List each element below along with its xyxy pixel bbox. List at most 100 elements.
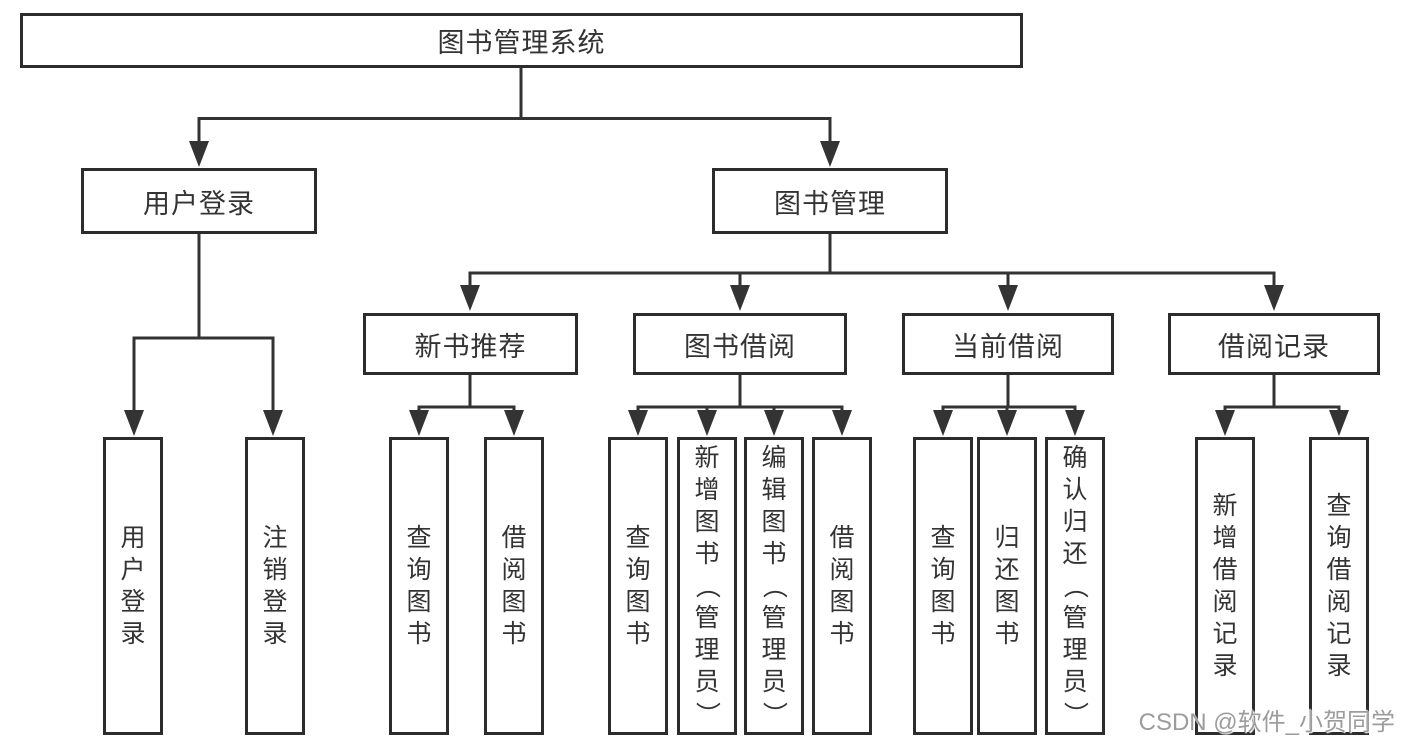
leaf-bb-borrow-books: 借阅图书: [812, 437, 872, 735]
vertical-label-char: 图: [694, 508, 720, 536]
vertical-label-char: 书: [406, 620, 432, 648]
vertical-label-char: 辑: [761, 476, 787, 504]
vertical-label-char: 员: [1062, 668, 1088, 696]
vertical-label-char: 借: [1212, 556, 1238, 584]
vertical-label-char: 用: [120, 524, 146, 552]
vertical-label-char: 理: [694, 636, 720, 664]
node-book-management: 图书管理: [712, 168, 948, 234]
vertical-label-char: 管: [1062, 604, 1088, 632]
vertical-label-char: （: [693, 573, 721, 599]
node-user-login: 用户登录: [81, 168, 317, 234]
node-label: 图书管理: [774, 188, 886, 219]
node-system-root: 图书管理系统: [20, 13, 1023, 68]
vertical-label-char: 查: [930, 524, 956, 552]
vertical-label-char: 增: [1212, 524, 1238, 552]
leaf-user-login: 用户登录: [103, 437, 163, 735]
vertical-label-char: （: [1061, 573, 1089, 599]
leaf-cb-return-books: 归还图书: [977, 437, 1037, 735]
leaf-bb-edit-books-admin: 编辑图书 （ 管理员 ）: [744, 437, 804, 735]
vertical-label-char: 书: [829, 620, 855, 648]
vertical-label-char: （: [760, 573, 788, 599]
vertical-label-char: 图: [994, 588, 1020, 616]
leaf-nb-borrow-books: 借阅图书: [484, 437, 544, 735]
leaf-cb-confirm-return-admin: 确认归还 （ 管理员 ）: [1045, 437, 1105, 735]
vertical-label-char: 阅: [1212, 588, 1238, 616]
vertical-label-char: 借: [501, 524, 527, 552]
vertical-label-char: 录: [262, 620, 288, 648]
vertical-label-char: 认: [1062, 476, 1088, 504]
vertical-label-char: 书: [761, 540, 787, 568]
vertical-label-char: 图: [406, 588, 432, 616]
vertical-label-char: ）: [760, 701, 788, 727]
vertical-label-char: 借: [829, 524, 855, 552]
vertical-label-char: 新: [1212, 492, 1238, 520]
leaf-bb-add-books-admin: 新增图书 （ 管理员 ）: [677, 437, 737, 735]
node-borrowing-records: 借阅记录: [1168, 313, 1380, 375]
vertical-label-char: 查: [625, 524, 651, 552]
vertical-label-char: 管: [694, 604, 720, 632]
node-current-borrowing: 当前借阅: [902, 313, 1114, 375]
node-label: 新书推荐: [414, 331, 527, 362]
vertical-label-char: 管: [761, 604, 787, 632]
csdn-watermark: CSDN @软件_小贺同学: [1138, 709, 1395, 736]
leaf-br-query-record: 查询借阅记录: [1309, 437, 1369, 735]
vertical-label-char: 图: [625, 588, 651, 616]
vertical-label-char: 新: [694, 444, 720, 472]
vertical-label-char: 书: [501, 620, 527, 648]
leaf-cb-query-books: 查询图书: [913, 437, 973, 735]
node-label: 用户登录: [143, 188, 255, 219]
vertical-label-char: 增: [694, 476, 720, 504]
vertical-label-char: 录: [1326, 652, 1352, 680]
vertical-label-char: 还: [994, 556, 1020, 584]
vertical-label-char: 还: [1062, 540, 1088, 568]
vertical-label-char: 图: [761, 508, 787, 536]
vertical-label-char: 书: [694, 540, 720, 568]
vertical-label-char: 录: [120, 620, 146, 648]
arrowheads: [124, 141, 1349, 436]
leaf-bb-query-books: 查询图书: [608, 437, 668, 735]
vertical-label-char: 阅: [1326, 588, 1352, 616]
vertical-label-char: ）: [1061, 701, 1089, 727]
vertical-label-char: 询: [1326, 524, 1352, 552]
leaf-nb-query-books: 查询图书: [389, 437, 449, 735]
vertical-label-char: ）: [693, 701, 721, 727]
vertical-label-char: 图: [930, 588, 956, 616]
vertical-label-char: 录: [1212, 652, 1238, 680]
vertical-label-char: 注: [262, 524, 288, 552]
leaf-logout: 注销登录: [245, 437, 305, 735]
vertical-label-char: 查: [1326, 492, 1352, 520]
vertical-label-char: 图: [501, 588, 527, 616]
vertical-label-char: 查: [406, 524, 432, 552]
node-new-book-recommend: 新书推荐: [363, 313, 578, 375]
vertical-label-char: 记: [1212, 620, 1238, 648]
node-label: 借阅记录: [1218, 331, 1330, 362]
vertical-label-char: 归: [1062, 508, 1088, 536]
vertical-label-char: 归: [994, 524, 1020, 552]
vertical-label-char: 询: [406, 556, 432, 584]
vertical-label-char: 理: [761, 636, 787, 664]
vertical-label-char: 阅: [501, 556, 527, 584]
node-label: 图书管理系统: [437, 28, 606, 58]
vertical-label-char: 员: [761, 668, 787, 696]
vertical-label-char: 书: [625, 620, 651, 648]
vertical-label-char: 书: [994, 620, 1020, 648]
vertical-label-char: 书: [930, 620, 956, 648]
node-book-borrowing: 图书借阅: [633, 313, 847, 375]
vertical-label-char: 图: [829, 588, 855, 616]
vertical-label-char: 询: [625, 556, 651, 584]
leaf-br-add-record: 新增借阅记录: [1195, 437, 1255, 735]
vertical-label-char: 登: [262, 588, 288, 616]
vertical-label-char: 编: [761, 444, 787, 472]
vertical-label-char: 借: [1326, 556, 1352, 584]
node-label: 图书借阅: [684, 331, 796, 362]
vertical-label-char: 阅: [829, 556, 855, 584]
vertical-label-char: 理: [1062, 636, 1088, 664]
node-label: 当前借阅: [952, 331, 1064, 362]
vertical-label-char: 登: [120, 588, 146, 616]
vertical-label-char: 确: [1062, 444, 1088, 472]
vertical-label-char: 户: [120, 556, 146, 584]
vertical-label-char: 销: [262, 556, 288, 584]
vertical-label-char: 员: [694, 668, 720, 696]
